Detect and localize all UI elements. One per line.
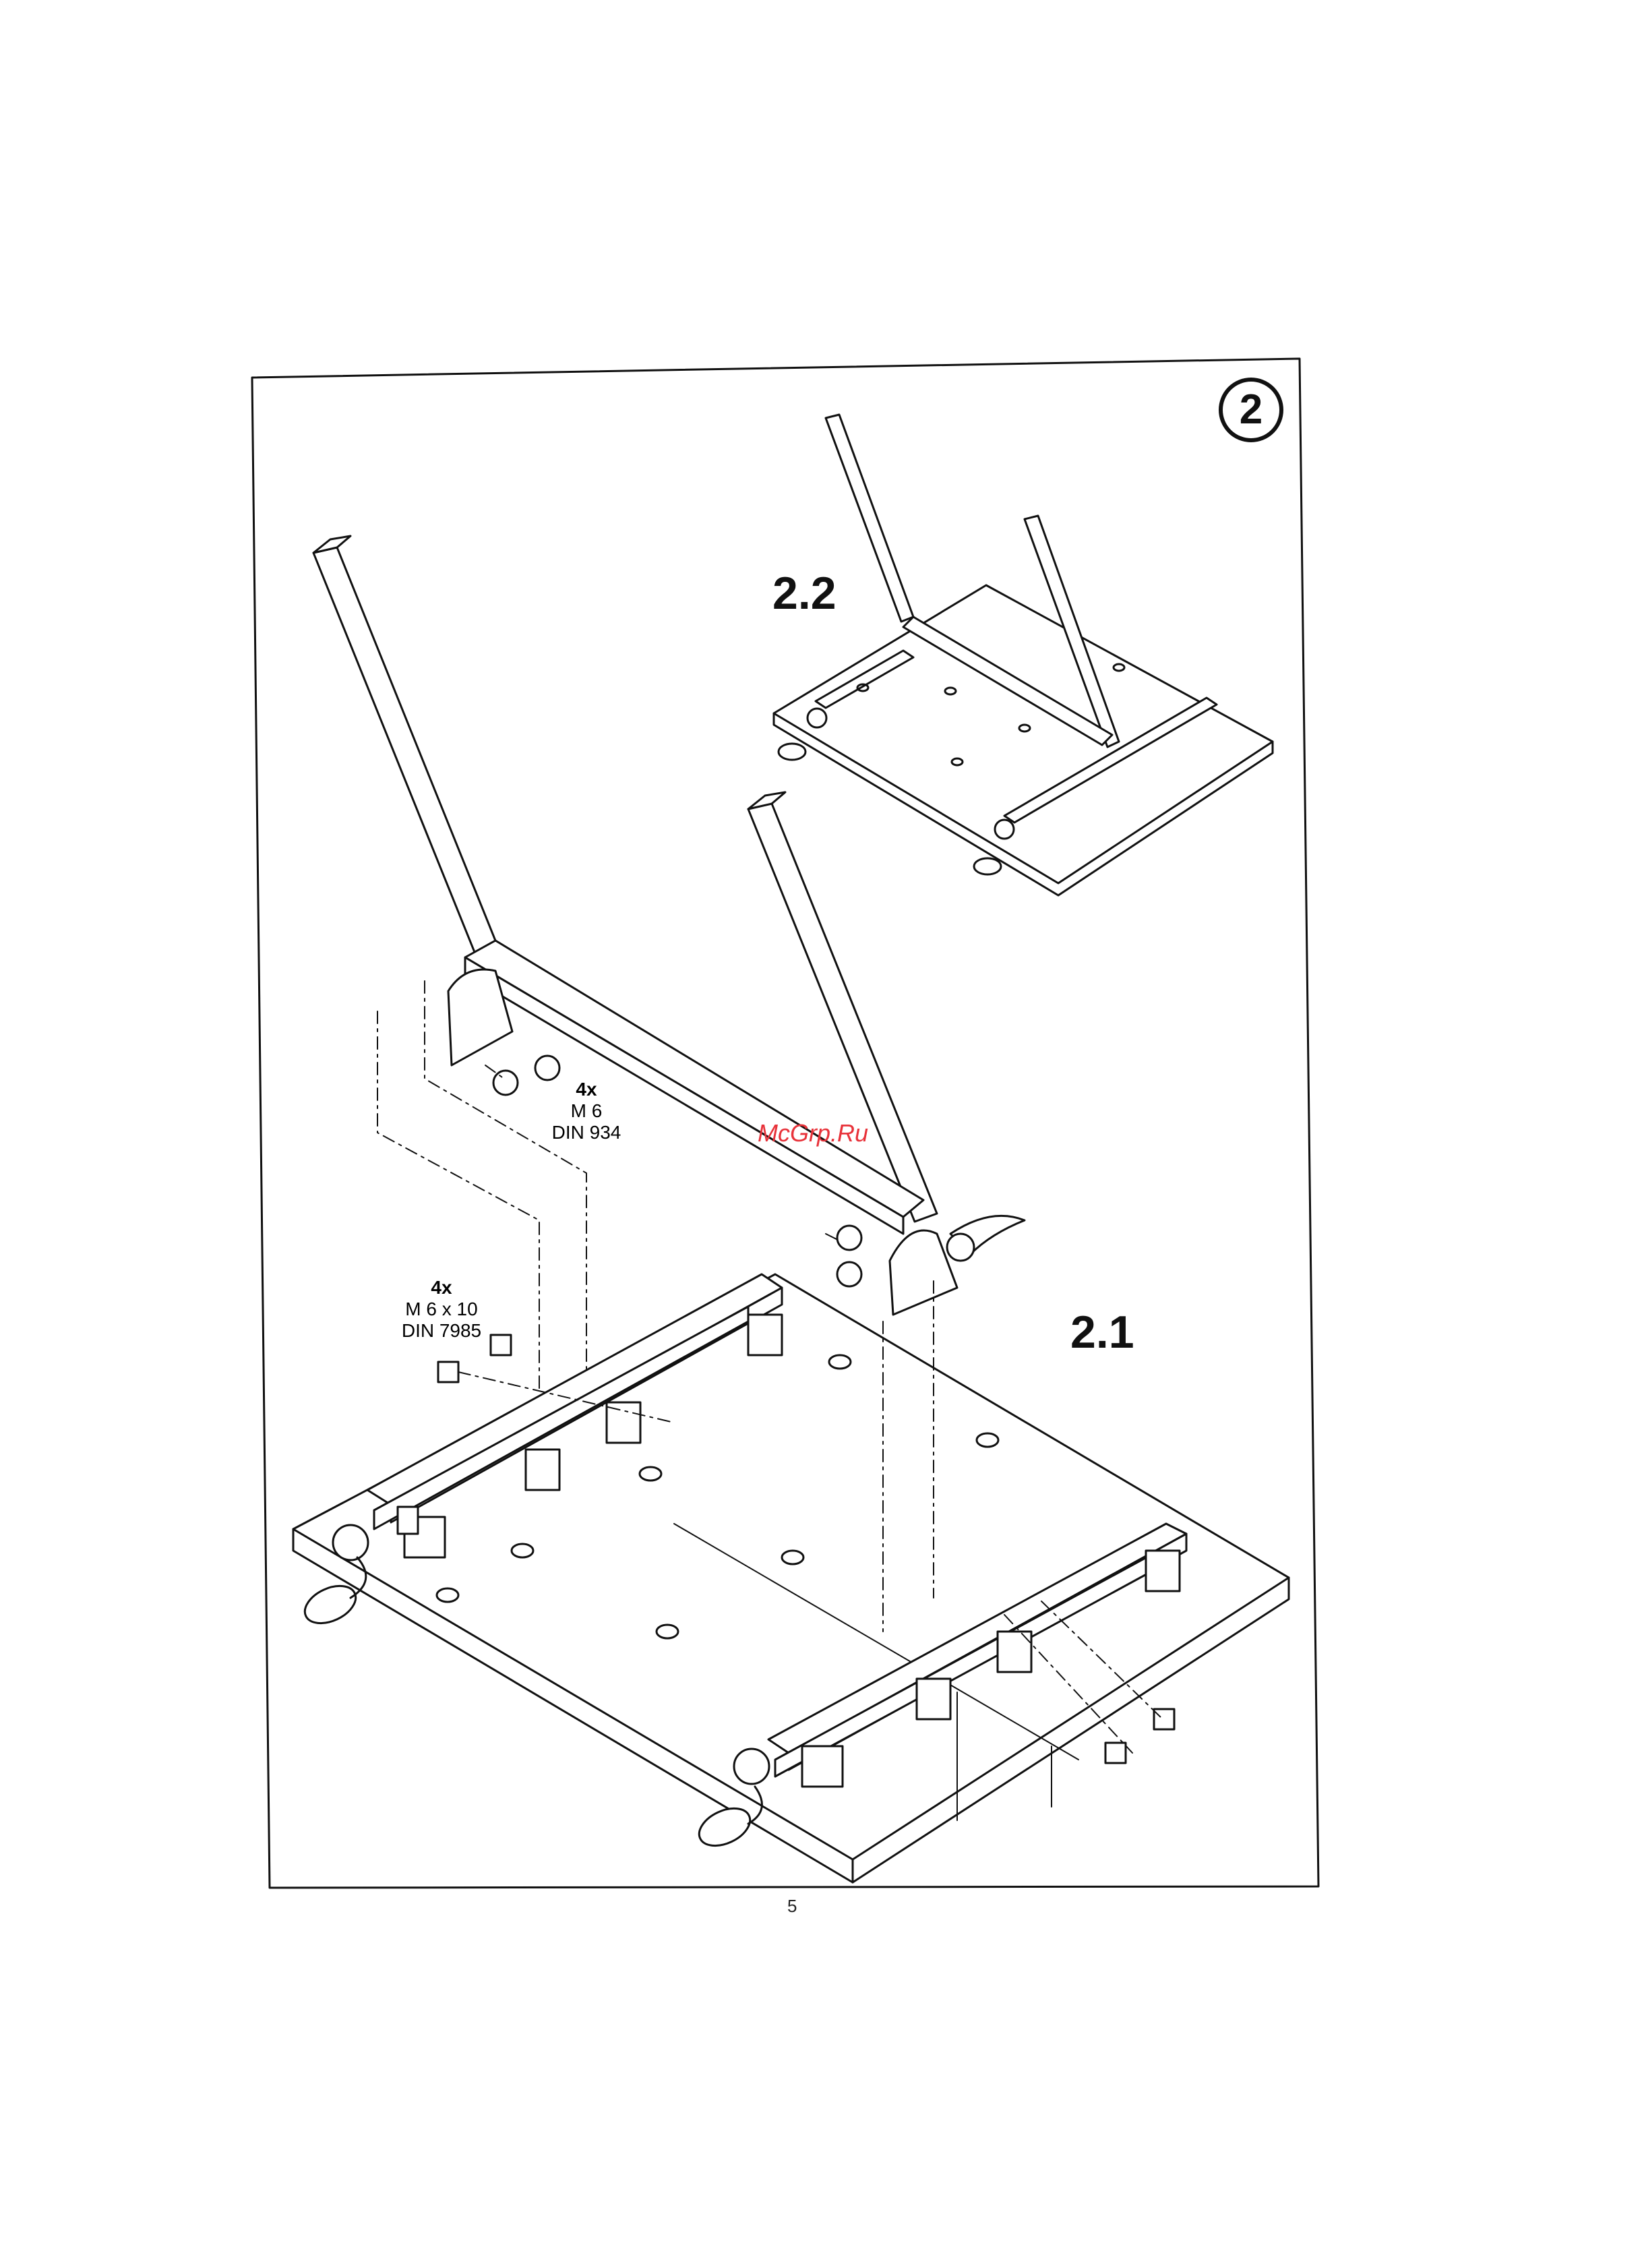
page-number: 5 (787, 1896, 797, 1917)
screw-standard: DIN 7985 (384, 1320, 499, 1342)
watermark: McGrp.Ru (758, 1119, 868, 1147)
substep-label-2-1: 2.1 (1070, 1309, 1134, 1355)
screw-callout: 4x M 6 x 10 DIN 7985 (384, 1277, 499, 1342)
nut-standard: DIN 934 (533, 1122, 640, 1143)
nut-qty: 4x (533, 1079, 640, 1100)
step-number: 2 (1240, 386, 1263, 433)
substep-label-2-2: 2.2 (772, 570, 837, 616)
inset-assembly (774, 415, 1273, 895)
step-number-badge: 2 (1219, 378, 1283, 442)
nut-size: M 6 (533, 1100, 640, 1122)
screw-qty: 4x (384, 1277, 499, 1299)
screw-size: M 6 x 10 (384, 1299, 499, 1320)
nut-callout: 4x M 6 DIN 934 (533, 1079, 640, 1143)
